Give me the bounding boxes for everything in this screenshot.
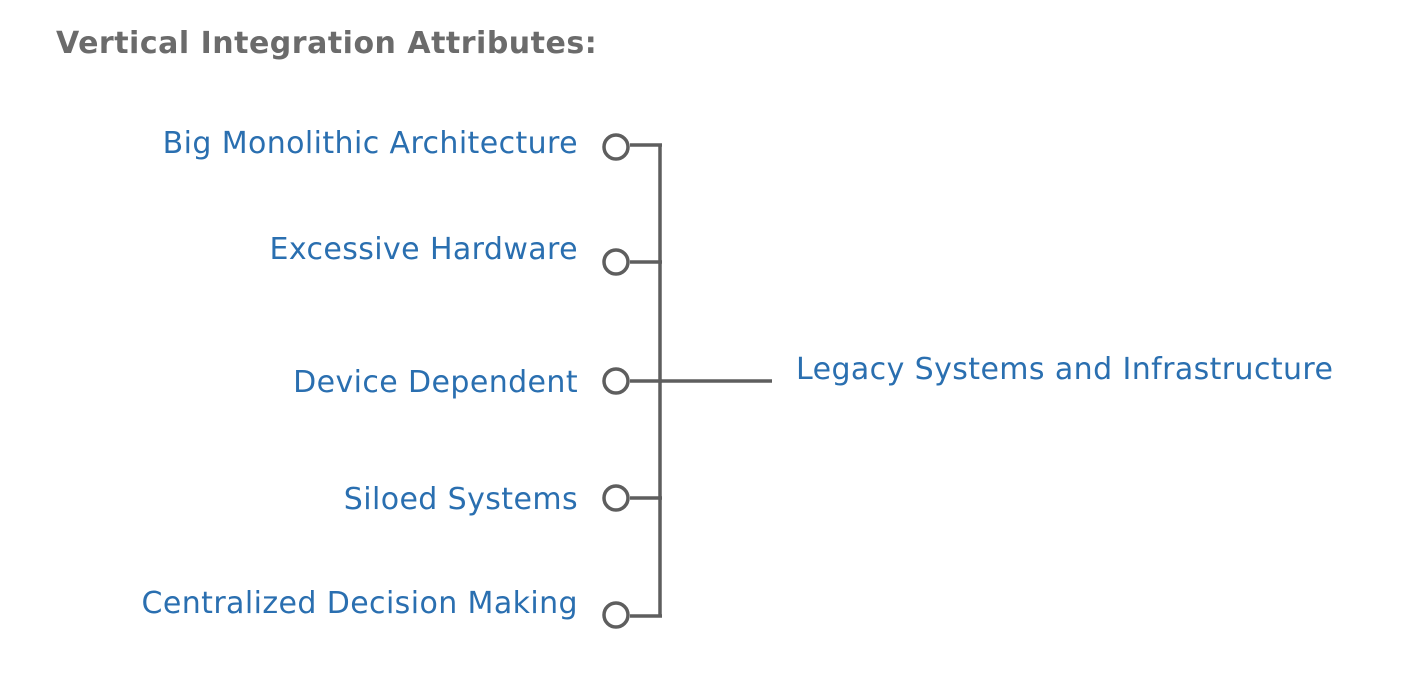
attribute-label-centralized-decision-making: Centralized Decision Making: [141, 586, 578, 621]
diagram-title: Vertical Integration Attributes:: [56, 26, 598, 61]
node-circle-icon: [602, 601, 630, 629]
result-label-legacy-systems: Legacy Systems and Infrastructure: [796, 352, 1334, 387]
node-circle-icon: [602, 248, 630, 276]
attribute-label-device-dependent: Device Dependent: [293, 365, 578, 400]
attribute-label-excessive-hardware: Excessive Hardware: [269, 232, 578, 267]
node-circle-icon: [602, 484, 630, 512]
node-circle-icon: [602, 367, 630, 395]
node-circle-icon: [602, 133, 630, 161]
attribute-label-big-monolithic-architecture: Big Monolithic Architecture: [162, 126, 578, 161]
attribute-label-siloed-systems: Siloed Systems: [343, 482, 578, 517]
